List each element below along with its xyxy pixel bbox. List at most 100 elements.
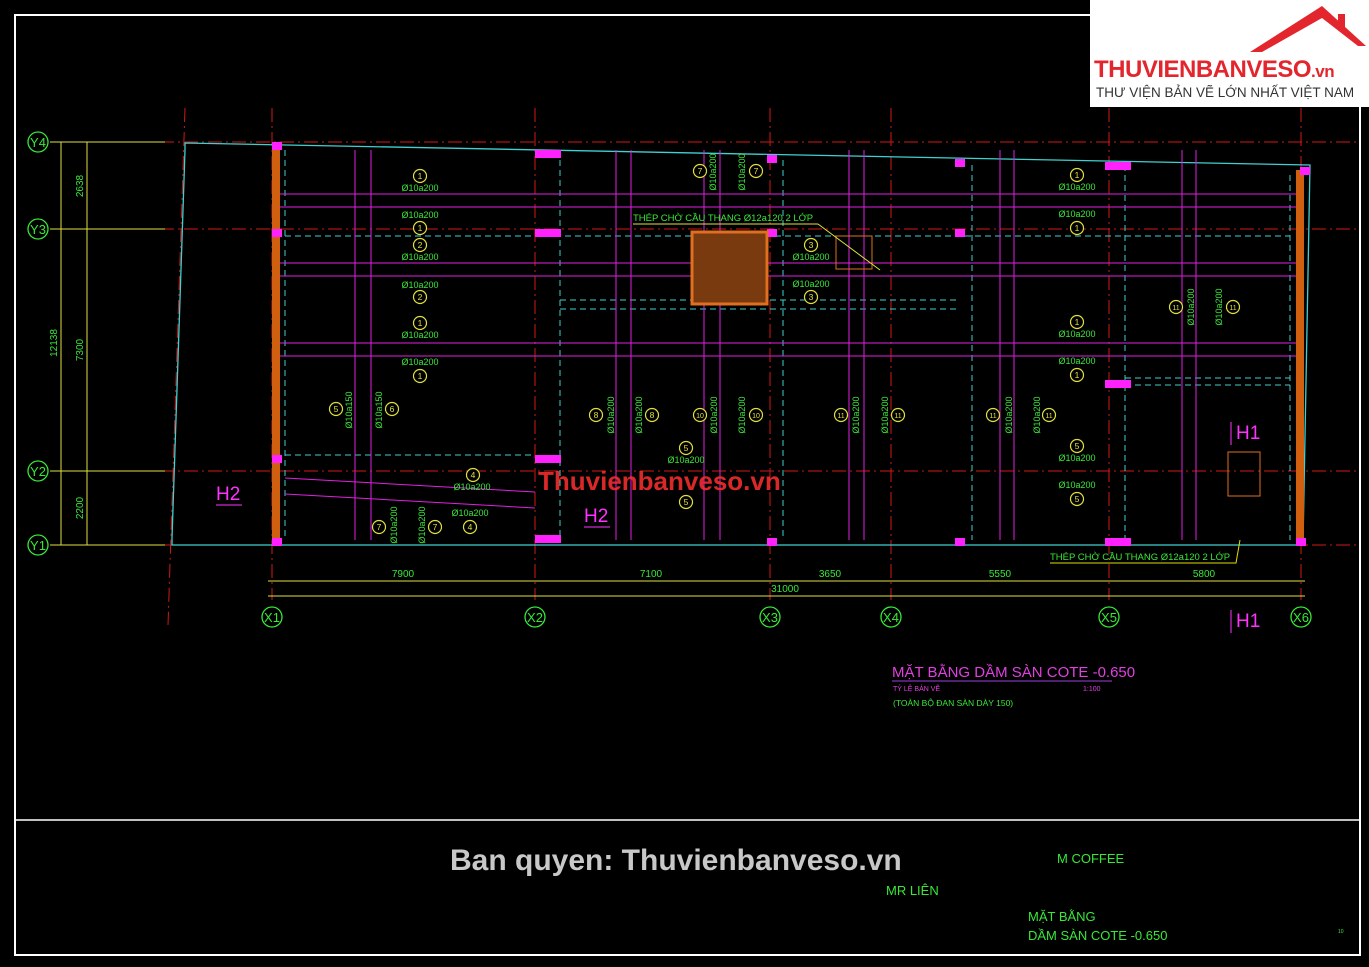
rebar-mark-circle	[1069, 491, 1085, 507]
rebar-label: Ø10a200	[401, 210, 438, 220]
rebar-line	[284, 477, 536, 493]
axis-label-x4: X4	[883, 610, 899, 625]
rebar-mark-number: 11	[1045, 413, 1052, 420]
rebar-mark-number: 6	[390, 404, 395, 414]
rebar-mark-circle	[678, 440, 694, 456]
rebar-mark-number: 11	[989, 413, 996, 420]
column	[955, 538, 965, 546]
rebar-label: Ø10a200	[737, 153, 747, 190]
rebar-mark-number: 10	[752, 413, 760, 420]
rebar-label: Ø10a200	[401, 280, 438, 290]
column	[1300, 167, 1310, 175]
rebar-label: Ø10a200	[851, 396, 861, 433]
rebar-mark-number: 5	[1075, 494, 1080, 504]
column	[1105, 538, 1131, 546]
rebar-mark-circle	[371, 519, 387, 535]
dim-label-y-total: 12138	[49, 329, 60, 357]
rebar-label: Ø10a200	[880, 396, 890, 433]
rebar-mark-number: 8	[594, 410, 599, 420]
rebar-label: Ø10a200	[401, 252, 438, 262]
rebar-mark-circle	[692, 407, 708, 423]
rebar-mark-number: 7	[377, 522, 382, 532]
sheet-title-1: MẶT BẰNG	[1028, 909, 1096, 924]
wall-right	[1296, 170, 1304, 540]
rebar-label: Ø10a200	[1058, 329, 1095, 339]
rebar-label: Ø10a200	[1214, 288, 1224, 325]
column	[535, 150, 561, 158]
rebar-mark-circle	[412, 368, 428, 384]
rebar-label: Ø10a200	[709, 396, 719, 433]
rebar-mark-number: 7	[754, 166, 759, 176]
rebar-label: Ø10a200	[792, 252, 829, 262]
rebar-mark-circle	[412, 168, 428, 184]
axis-bubble-y4	[27, 131, 49, 153]
drawing-frame	[14, 14, 1361, 956]
rebar-mark-number: 7	[433, 522, 438, 532]
column	[767, 538, 777, 546]
rebar-mark-circle	[1041, 407, 1057, 423]
rebar-labels: Ø10a200Ø10a200Ø10a200Ø10a200Ø10a200Ø10a2…	[344, 153, 1224, 543]
logo-brand-name: THUVIENBANVESO	[1094, 56, 1312, 83]
rebar-mark-number: 4	[471, 470, 476, 480]
rebar-mark-number: 11	[1172, 305, 1179, 312]
column	[767, 229, 777, 237]
rebar-mark-circle	[644, 407, 660, 423]
dim-label-x: 7900	[392, 569, 415, 580]
rebar-mark-number: 1	[418, 171, 423, 181]
axis-bubble-x2	[524, 606, 546, 628]
dim-label-x-total: 31000	[771, 584, 799, 595]
rebar-mark-circle	[803, 237, 819, 253]
axis-bubble-x4	[880, 606, 902, 628]
axis-bubble-x3	[759, 606, 781, 628]
rebar-mark-number: 1	[418, 318, 423, 328]
sheet-number: 10	[1338, 929, 1344, 935]
column	[535, 535, 561, 543]
rebar-label: Ø10a200	[634, 396, 644, 433]
slab-outline	[171, 142, 1311, 546]
watermark-copyright: Ban quyen: Thuvienbanveso.vn	[450, 844, 902, 877]
rebar-mark-circle	[1069, 438, 1085, 454]
rebar-mark-number: 5	[334, 404, 339, 414]
leader-line	[817, 223, 881, 271]
rebar-mark-circle	[1225, 299, 1241, 315]
dim-label-y: 2200	[75, 496, 86, 519]
column	[955, 159, 965, 167]
column	[767, 155, 777, 163]
rebar-mark-circle	[748, 407, 764, 423]
rebar-label: Ø10a200	[708, 153, 718, 190]
rebar-mark-circle	[678, 494, 694, 510]
rebar-mark-number: 2	[418, 292, 423, 302]
rebar-mark-circle	[384, 401, 400, 417]
rebar-mark-number: 1	[1075, 223, 1080, 233]
rebar-mark-number: 1	[1075, 317, 1080, 327]
rebar-label: Ø10a200	[1058, 356, 1095, 366]
rebar-label: Ø10a200	[401, 183, 438, 193]
rebar-mark-number: 7	[698, 166, 703, 176]
rebar-label: Ø10a150	[374, 391, 384, 428]
rebar-mark-number: 11	[837, 413, 844, 420]
dim-label-y: 2638	[75, 174, 86, 197]
rebar-label: Ø10a200	[451, 508, 488, 518]
stair-symbol	[835, 235, 873, 270]
rebar-mark-circle	[412, 315, 428, 331]
house-roof-icon	[1250, 6, 1366, 52]
axis-bubble-x1	[261, 606, 283, 628]
axis-bubble-y3	[27, 218, 49, 240]
project-name: M COFFEE	[1057, 851, 1124, 866]
rebar-label: Ø10a200	[453, 482, 490, 492]
rebar-mark-circle	[890, 407, 906, 423]
rebar-mark-circle	[833, 407, 849, 423]
rebar-mark-circle	[748, 163, 764, 179]
rebar-mark-number: 1	[1075, 370, 1080, 380]
stair-leader-bottom	[1050, 539, 1241, 564]
rebar-mark-circle	[465, 467, 481, 483]
scale-value: 1:100	[1083, 686, 1101, 693]
rebar-mark-number: 5	[684, 497, 689, 507]
rebar-mark-circle	[803, 289, 819, 305]
axis-bubble-y1	[27, 534, 49, 556]
rebar-label: Ø10a200	[606, 396, 616, 433]
